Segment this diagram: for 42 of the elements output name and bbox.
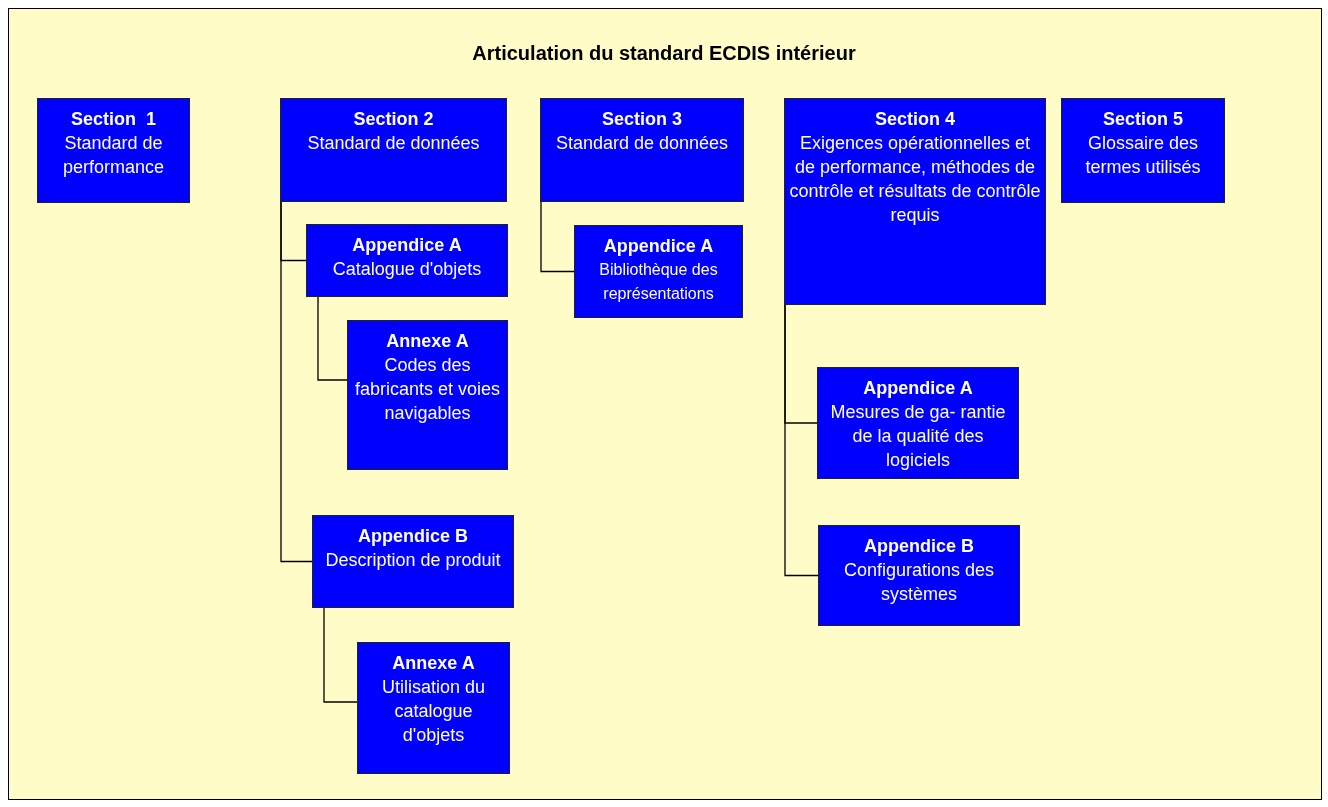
connector-line (540, 201, 575, 273)
section-box (37, 98, 190, 203)
box-heading: Appendice A (862, 377, 974, 400)
section-box (817, 367, 1019, 479)
connector-line (323, 607, 358, 703)
section-box (540, 98, 744, 202)
box-heading: Section 3 (601, 108, 683, 131)
box-description: Bibliothèque des représentations (598, 260, 719, 304)
diagram-title: Articulation du standard ECDIS intérieur (471, 42, 857, 65)
box-description: Standard de performance (61, 132, 166, 179)
section-box (784, 98, 1046, 305)
box-description: Catalogue d'objets (331, 258, 483, 281)
box-description: Standard de données (554, 132, 730, 155)
box-description: Description de produit (324, 549, 502, 572)
section-box (306, 224, 508, 297)
box-heading: Appendice A (351, 234, 463, 257)
box-description: Mesures de ga- rantie de la qualité des logiciels (829, 401, 1007, 472)
box-heading: Annexe A (391, 652, 476, 675)
box-heading: Section 4 (874, 108, 956, 131)
box-heading: Annexe A (385, 330, 470, 353)
section-box (357, 642, 510, 774)
box-description: Standard de données (306, 132, 481, 155)
box-description: Utilisation du catalogue d'objets (380, 676, 487, 747)
section-box (280, 98, 507, 202)
box-heading: Section 2 (352, 108, 435, 131)
box-heading: Section 5 (1102, 108, 1184, 131)
section-box (574, 225, 743, 318)
section-box (1061, 98, 1225, 203)
box-heading: Appendice A (602, 235, 715, 258)
box-description: Glossaire des termes utilisés (1084, 132, 1202, 179)
connector-line (784, 304, 819, 577)
box-heading: Appendice B (357, 525, 469, 548)
box-description: Codes des fabricants et voies navigables (353, 354, 502, 425)
section-box (312, 515, 514, 608)
box-heading: Section 1 (70, 108, 157, 131)
connector-line (317, 296, 348, 381)
box-description: Exigences opérationnelles et de performance, méthodes de contrôle et résultats de contrôle requis (788, 132, 1042, 227)
section-box (347, 320, 508, 470)
connector-line (280, 201, 313, 563)
section-box (818, 525, 1020, 626)
box-description: Configurations des systèmes (842, 559, 996, 606)
box-heading: Appendice B (863, 535, 975, 558)
